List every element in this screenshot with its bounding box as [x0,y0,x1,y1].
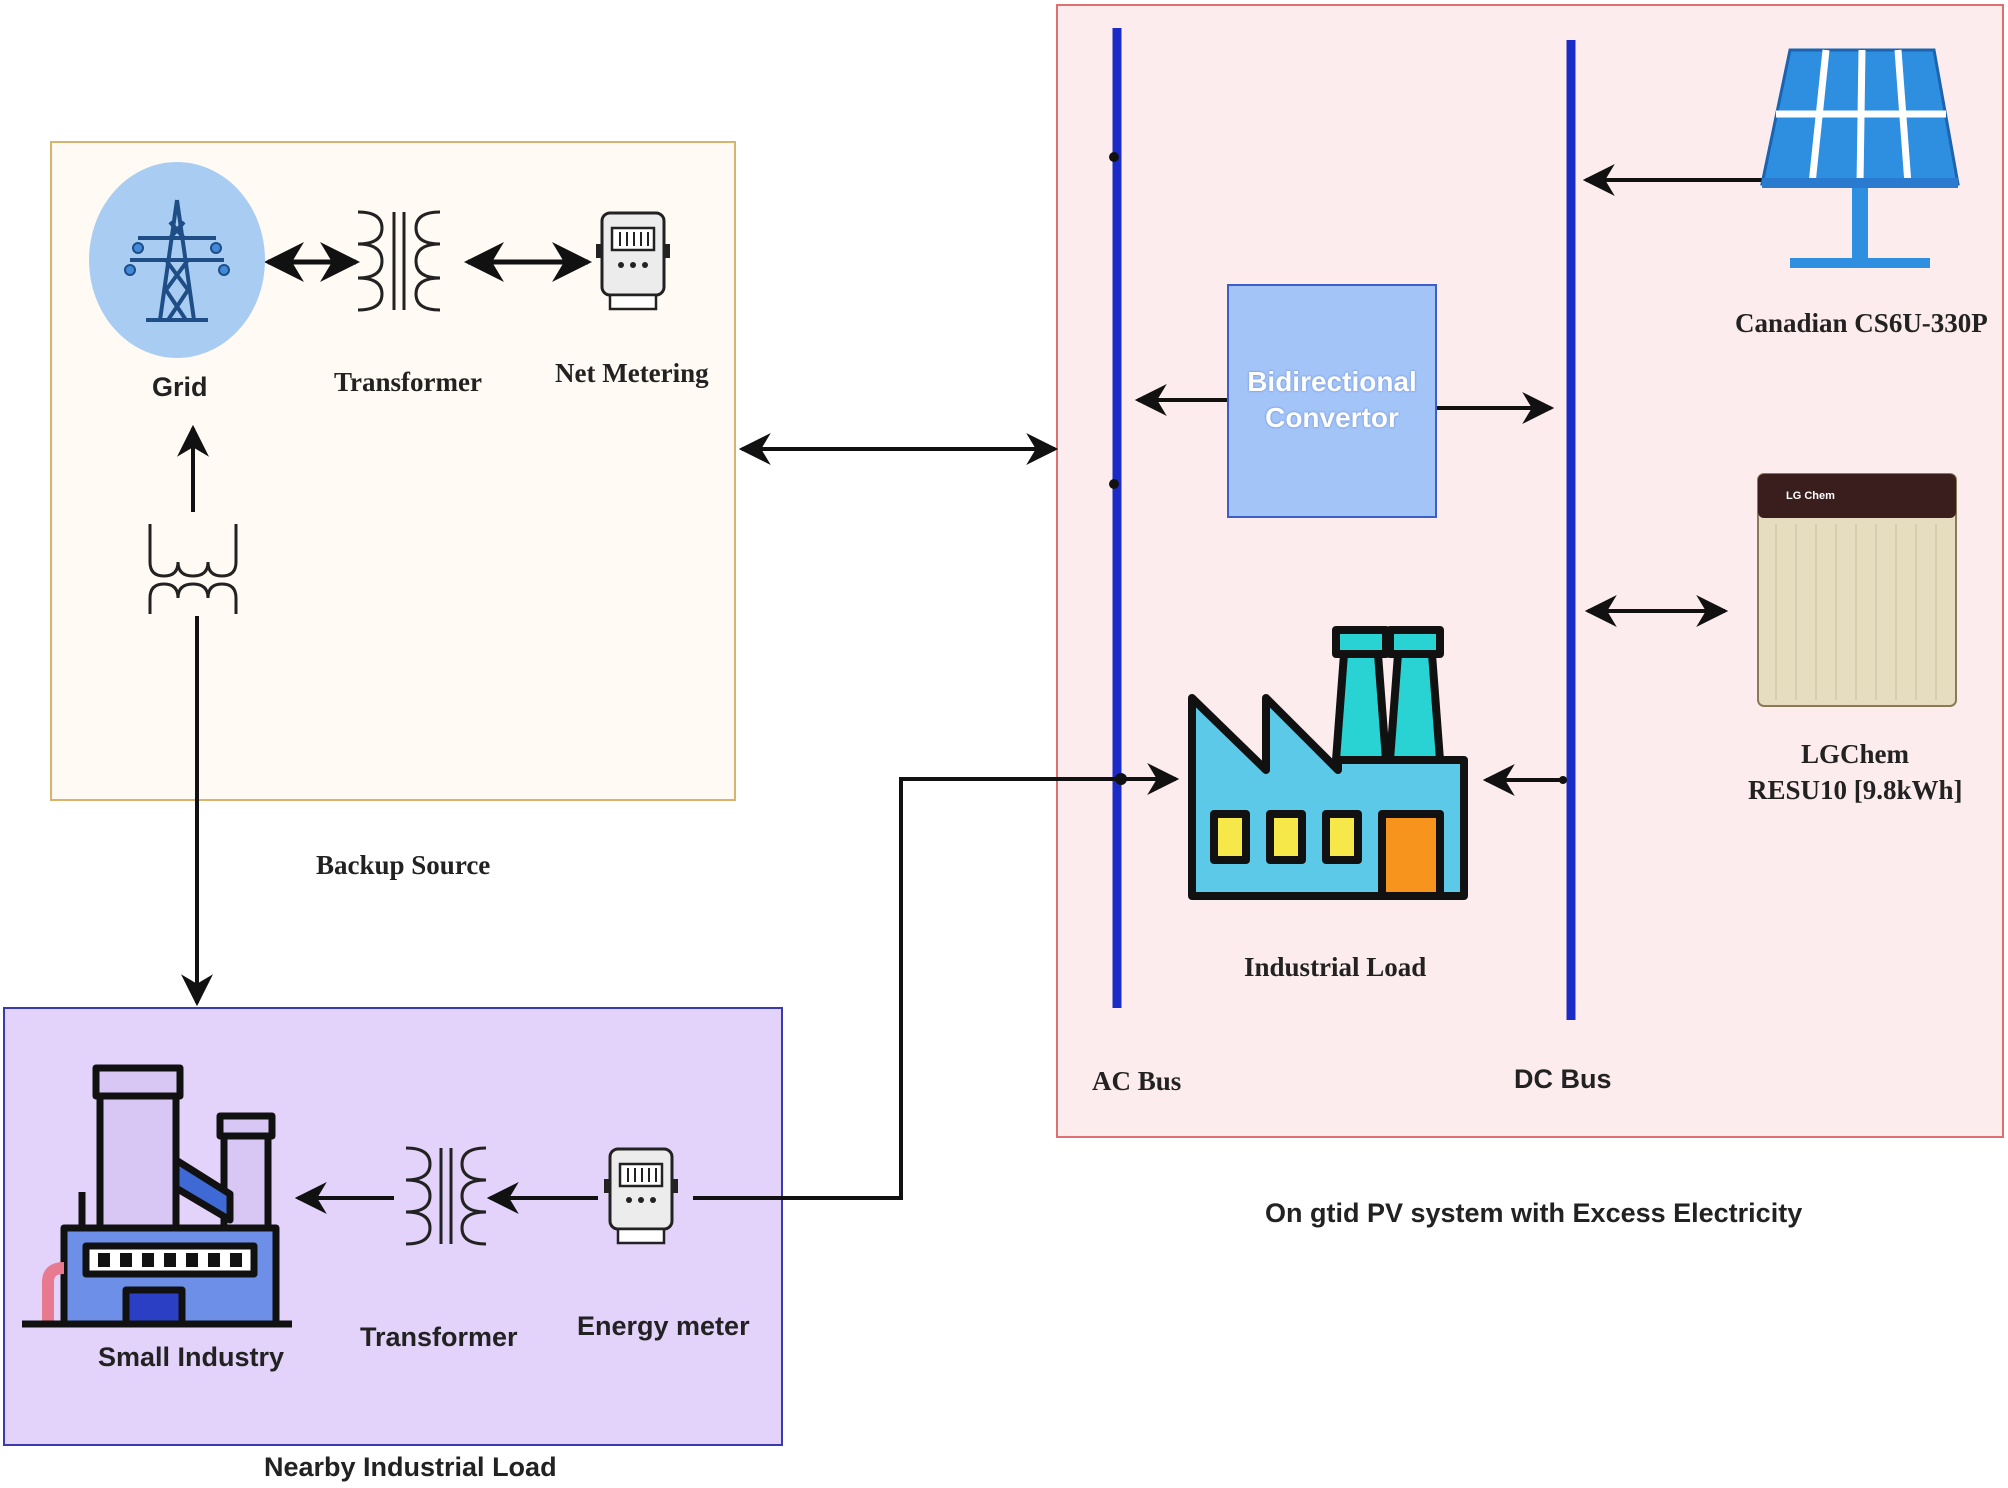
transformer-label: Transformer [360,1322,518,1352]
ac-to-load-feed [693,763,1180,1200]
bidirectional-converter [1227,284,1437,518]
solar-panel-label: Canadian CS6U-330P [1735,308,1988,338]
battery-icon [1756,472,1958,710]
battery-brand-text: LG Chem [1786,490,1835,502]
energy-meter-label: Energy meter [577,1311,750,1341]
converter-label-line2: Convertor [1265,402,1399,433]
grid-label: Grid [152,372,208,402]
solar-panel-icon [1760,48,1960,278]
ac-bus-label: AC Bus [1092,1066,1182,1096]
step-transformer-icon [148,522,238,616]
small-industry-label: Small Industry [98,1342,285,1372]
transformer-icon [404,1146,488,1246]
transformer-label: Transformer [334,367,482,397]
dc-bus-label: DC Bus [1514,1064,1612,1094]
converter-label: Bidirectional Convertor [1227,364,1437,436]
factory-icon [1186,624,1470,908]
industrial-load-label: Industrial Load [1244,952,1427,982]
ac-bus-node [1115,773,1127,785]
meter-icon [604,1146,678,1246]
ac-bus-node [1109,152,1119,162]
net-metering-label: Net Metering [555,358,709,388]
industrial-plant-icon [18,1060,296,1330]
converter-label-line1: Bidirectional [1247,366,1417,397]
battery-label-line2: RESU10 [9.8kWh] [1748,775,1963,805]
ac-bus-node [1109,479,1119,489]
transformer-icon [356,210,442,312]
pv-system-caption: On gtid PV system with Excess Electricit… [1265,1198,1803,1228]
transmission-tower-icon [88,160,266,360]
nearby-industrial-load-label: Nearby Industrial Load [264,1452,557,1482]
battery-label: LGChem RESU10 [9.8kWh] [1748,736,1963,808]
dc-bus-node [1559,776,1567,784]
meter-icon [596,210,670,312]
battery-label-line1: LGChem [1801,739,1909,769]
backup-source-label: Backup Source [316,850,491,880]
